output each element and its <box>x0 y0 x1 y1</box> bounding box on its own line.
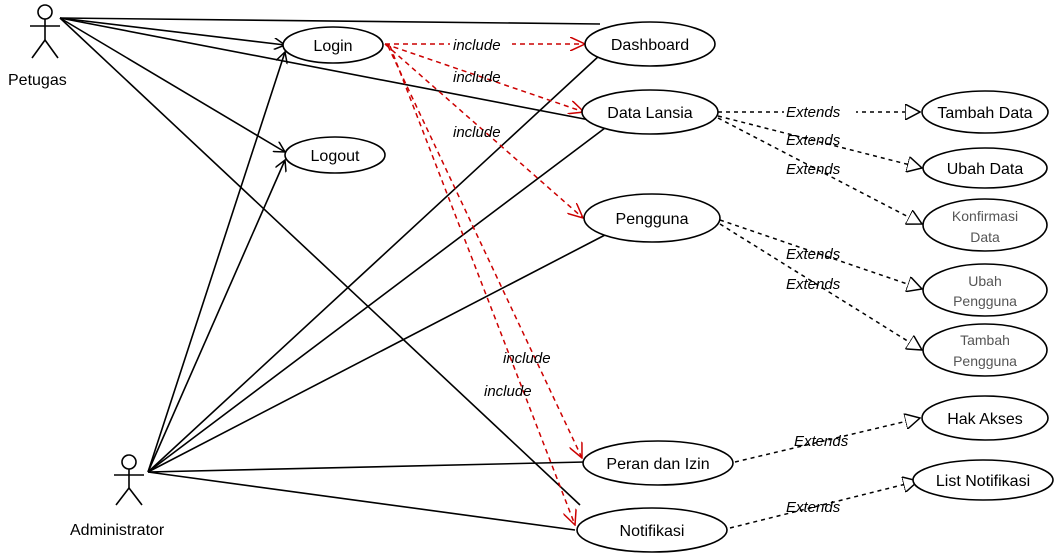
assoc-petugas-dashboard <box>59 17 601 25</box>
assoc-petugas-data-lansia <box>59 17 601 123</box>
assoc-petugas-notifikasi <box>59 17 581 506</box>
assoc-admin-data-lansia <box>147 127 606 473</box>
use-case-label: Data <box>970 229 1000 245</box>
assoc-admin-logout <box>147 160 285 473</box>
include-relations <box>384 43 585 525</box>
actor-label: Administrator <box>70 522 165 539</box>
extends-labels: Extends Extends Extends Extends Extends … <box>784 102 856 516</box>
include-labels: include include include include include <box>450 35 551 400</box>
extend-ubah-data <box>717 115 922 168</box>
use-case-label: Logout <box>311 148 360 165</box>
use-case-label: Ubah <box>968 273 1001 289</box>
use-case-label: Pengguna <box>953 293 1017 309</box>
extends-label: Extends <box>786 246 841 263</box>
actor-administrator: Administrator <box>70 454 165 539</box>
use-case-logout[interactable]: Logout <box>284 136 386 174</box>
use-case-login[interactable]: Login <box>282 26 384 64</box>
use-case-label: Login <box>313 38 352 55</box>
stick-figure-icon <box>30 4 60 59</box>
extends-label: Extends <box>794 433 849 450</box>
use-case-hak-akses[interactable]: Hak Akses <box>921 395 1049 441</box>
petugas-associations <box>59 17 601 506</box>
use-case-label: Hak Akses <box>947 411 1023 428</box>
use-case-label: Pengguna <box>953 353 1017 369</box>
use-case-ubah-data[interactable]: Ubah Data <box>922 147 1048 189</box>
administrator-associations <box>147 52 606 531</box>
extends-label: Extends <box>786 161 841 178</box>
extends-label: Extends <box>786 499 841 516</box>
use-case-tambah-data[interactable]: Tambah Data <box>921 90 1049 134</box>
use-case-peran-izin[interactable]: Peran dan Izin <box>582 440 734 486</box>
use-case-label: Tambah <box>960 332 1010 348</box>
assoc-admin-peran-izin <box>147 461 586 473</box>
assoc-admin-dashboard <box>147 54 601 473</box>
assoc-petugas-logout <box>59 17 285 152</box>
use-case-label: Tambah Data <box>937 105 1032 122</box>
use-case-notifikasi[interactable]: Notifikasi <box>576 507 728 553</box>
assoc-admin-login <box>147 52 285 473</box>
extends-label: Extends <box>786 276 841 293</box>
use-case-label: Konfirmasi <box>952 208 1018 224</box>
use-case-ubah-pengguna[interactable]: Ubah Pengguna <box>922 263 1048 317</box>
extend-list-notifikasi <box>729 481 918 529</box>
use-case-tambah-pengguna[interactable]: Tambah Pengguna <box>922 323 1048 377</box>
extends-label: Extends <box>786 132 841 149</box>
use-case-label: Notifikasi <box>620 523 685 540</box>
assoc-admin-pengguna <box>147 234 606 473</box>
assoc-petugas-login <box>59 17 285 45</box>
include-label: include <box>453 37 501 54</box>
use-case-label: List Notifikasi <box>936 473 1030 490</box>
include-label: include <box>453 69 501 86</box>
use-case-label: Peran dan Izin <box>606 456 709 473</box>
stick-figure-icon <box>114 454 144 506</box>
use-case-pengguna[interactable]: Pengguna <box>583 193 721 243</box>
use-case-label: Ubah Data <box>947 161 1024 178</box>
extend-konfirmasi-data <box>717 117 922 224</box>
use-case-list-notifikasi[interactable]: List Notifikasi <box>912 459 1054 501</box>
actor-label: Petugas <box>8 72 67 89</box>
include-login-peran-izin <box>387 45 582 458</box>
use-case-data-lansia[interactable]: Data Lansia <box>581 89 719 135</box>
include-label: include <box>484 383 532 400</box>
extends-label: Extends <box>786 104 841 121</box>
actor-petugas: Petugas <box>8 4 67 89</box>
include-login-pengguna <box>384 43 583 218</box>
use-case-label: Pengguna <box>616 211 689 228</box>
include-login-notifikasi <box>389 45 575 525</box>
extend-ubah-pengguna <box>719 219 922 289</box>
use-case-konfirmasi-data[interactable]: Konfirmasi Data <box>922 198 1048 252</box>
use-case-label: Dashboard <box>611 37 689 54</box>
use-case-dashboard[interactable]: Dashboard <box>584 21 716 67</box>
extend-relations <box>717 112 922 529</box>
assoc-admin-notifikasi <box>147 471 576 531</box>
use-case-label: Data Lansia <box>607 105 692 122</box>
include-label: include <box>503 350 551 367</box>
include-label: include <box>453 124 501 141</box>
include-login-data-lansia <box>384 43 584 112</box>
